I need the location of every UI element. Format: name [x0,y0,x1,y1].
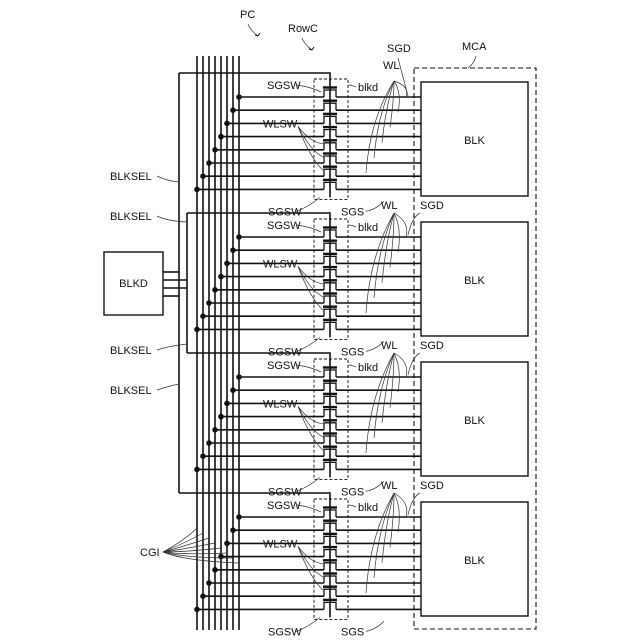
wl-label: WL [381,200,398,212]
mca-label: MCA [462,41,487,53]
wlsw-label: WLSW [263,398,298,410]
wl-label: WL [381,340,398,352]
blkd-leader [348,225,356,227]
dynamic-layer: SGSWblkdWLSWWLSGDSGSSGSWBLKSGSWblkdWLSWW… [163,43,528,638]
sgsw-label: SGSW [267,500,301,512]
sgs-label: SGS [341,486,364,498]
blkd-label: BLKD [119,278,148,290]
blksel-label-4: BLKSEL [110,385,152,397]
blkd-label: blkd [358,82,378,94]
blk-label: BLK [464,555,485,567]
blkd-leader [348,85,356,87]
sgsw-label: SGSW [267,80,301,92]
pc-label: PC [240,9,255,21]
wl-label: WL [381,480,398,492]
sgd-label: SGD [420,480,444,492]
blksel-leader-1 [157,176,179,182]
wlsw-label: WLSW [263,538,298,550]
pc-leader [248,24,258,36]
sgs-label: SGS [341,626,364,638]
sgd-leader [408,353,420,375]
blkd-label: blkd [358,502,378,514]
blkd-leader [348,365,356,367]
sgsw-label: SGSW [267,360,301,372]
blksel-label-1: BLKSEL [110,171,152,183]
rowc-leader [302,38,312,50]
blksel-label-2: BLKSEL [110,211,152,223]
blkd-leader [348,505,356,507]
cgi-leader [163,552,227,554]
blk-label: BLK [464,275,485,287]
wl-leader [394,493,399,532]
sgs-label: SGS [341,206,364,218]
blkd-label: blkd [358,222,378,234]
sgs-leader [366,621,384,631]
blk-label: BLK [464,135,485,147]
sgd-leader [398,58,408,96]
mca-leader [468,56,476,68]
sgs-label: SGS [341,346,364,358]
blksel-leader-2 [157,216,187,222]
blksel-leader-3 [157,344,187,350]
sgd-label: SGD [420,340,444,352]
sgsw-label: SGSW [267,220,301,232]
wlsw-label: WLSW [263,258,298,270]
rowc-label: RowC [288,23,318,35]
blksel-gate-line-4 [179,493,330,617]
sgsw-lower-label: SGSW [268,626,302,638]
wlsw-label: WLSW [263,118,298,130]
wl-label: WL [383,60,400,72]
cgi-leader [163,528,197,552]
blkd-label: blkd [358,362,378,374]
blksel-gate-line-1 [179,73,330,197]
cgi-label: CGI [140,547,160,559]
sgd-label: SGD [387,43,411,55]
blk-label: BLK [464,415,485,427]
blksel-label-3: BLKSEL [110,345,152,357]
sgd-label: SGD [420,200,444,212]
wl-leader [394,353,399,392]
wl-leader [394,213,399,252]
blksel-leader-4 [157,384,179,390]
